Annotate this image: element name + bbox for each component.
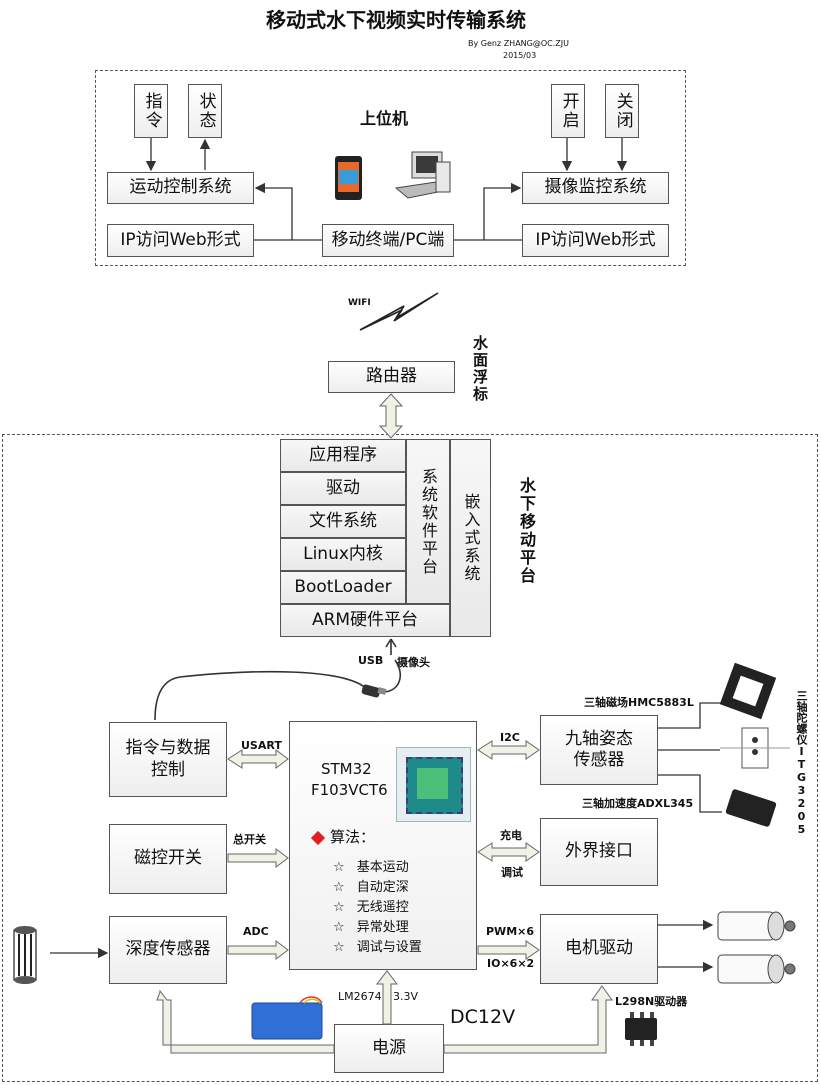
switch-arrow: [227, 848, 289, 868]
algo-item-label: 自动定深: [356, 880, 409, 895]
algo-title: 算法：: [330, 828, 376, 846]
sensor-lines: [658, 702, 722, 813]
camera-label: 摄像头: [397, 656, 430, 669]
ip-web-right-box: IP访问Web形式: [522, 224, 669, 257]
l298n-label: L298N驱动器: [615, 995, 688, 1008]
magnetometer-chip-icon: [719, 662, 777, 720]
cmd-box: 指令: [134, 84, 168, 138]
stack-item-bootloader: BootLoader: [280, 571, 406, 604]
charge-label: 充电: [500, 829, 522, 842]
usart-double-arrow: [227, 749, 289, 769]
author-label: By Genz ZHANG@OC.ZJU: [468, 39, 569, 48]
cmd-data-control-box: 指令与数据控制: [109, 722, 227, 797]
pwm-label: PWM×6: [486, 925, 535, 938]
wifi-label: WIFI: [348, 298, 371, 308]
mcu-model-line1: STM32: [321, 760, 372, 778]
system-software-platform: 系统软件平台: [406, 439, 450, 604]
wifi-lightning-icon: [359, 292, 439, 331]
adc-label: ADC: [243, 925, 269, 938]
accelerometer-chip-icon: [725, 789, 777, 827]
algo-item-1: ☆ 基本运动: [333, 856, 409, 875]
page-title: 移动式水下视频实时传输系统: [266, 8, 526, 32]
star-icon: ☆: [333, 900, 345, 915]
underwater-platform-label: 水下移动平台: [517, 477, 536, 585]
gyroscope-chip-icon: [720, 727, 790, 769]
power-links: [156, 970, 613, 1054]
nine-axis-sensor-box: 九轴姿态传感器: [540, 715, 658, 785]
motor-icon-1: [717, 911, 796, 941]
lm2674-label: LM2674: [338, 990, 382, 1003]
l298n-chip-icon: [625, 1012, 657, 1046]
star-icon: ☆: [333, 880, 345, 895]
algo-item-4: ☆ 异常处理: [333, 916, 409, 935]
magnetometer-label: 三轴磁场HMC5883L: [584, 696, 694, 709]
desktop-computer-icon: [394, 151, 451, 199]
motion-control-box: 运动控制系统: [107, 172, 254, 204]
mcu-chip-image: [396, 747, 471, 822]
stack-item-kernel: Linux内核: [280, 538, 406, 571]
stack-item-driver: 驱动: [280, 472, 406, 505]
camera-cable: [154, 638, 401, 721]
io-label: IO×6×2: [487, 957, 535, 970]
main-switch-label: 总开关: [233, 833, 266, 846]
surface-buoy-label: 水面浮标: [471, 335, 489, 403]
mcu-model-line2: F103VCT6: [311, 781, 388, 799]
magnetic-switch-box: 磁控开关: [109, 824, 227, 894]
accelerometer-label: 三轴加速度ADXL345: [582, 797, 694, 810]
i2c-label: I2C: [500, 731, 520, 744]
algo-item-3: ☆ 无线遥控: [333, 896, 409, 915]
gyroscope-label: 三轴陀螺仪ITG3205: [795, 690, 808, 836]
algo-item-label: 无线遥控: [356, 900, 409, 915]
router-link-arrow: [378, 393, 404, 439]
algo-item-label: 基本运动: [356, 860, 409, 875]
ip-web-left-box: IP访问Web形式: [107, 224, 254, 257]
algo-item-2: ☆ 自动定深: [333, 876, 409, 895]
algo-item-5: ☆ 调试与设置: [333, 936, 422, 955]
embedded-system: 嵌入式系统: [450, 439, 491, 637]
nine-axis-sensor-label: 九轴姿态传感器: [565, 728, 633, 770]
v33-label: 3.3V: [393, 990, 419, 1003]
usb-label: USB: [358, 654, 384, 667]
router-box: 路由器: [328, 361, 455, 393]
interface-double-arrow: [477, 842, 540, 862]
usart-label: USART: [241, 739, 282, 752]
motor-lines: [658, 919, 714, 973]
open-box: 开启: [551, 84, 585, 138]
status-box: 状态: [188, 84, 222, 138]
upper-computer-title: 上位机: [360, 109, 409, 128]
camera-connector-icon: [361, 684, 387, 698]
pwm-arrow: [477, 940, 540, 960]
terminal-box: 移动终端/PC端: [322, 224, 454, 257]
debug-label: 调试: [501, 866, 523, 879]
motor-icon-2: [717, 954, 796, 984]
date-label: 2015/03: [503, 51, 537, 60]
pressure-sensor-icon: [13, 926, 37, 984]
cmd-data-control-label: 指令与数据控制: [125, 738, 211, 780]
power-box: 电源: [334, 1024, 444, 1073]
camera-monitor-box: 摄像监控系统: [522, 172, 669, 204]
mobile-phone-icon: [335, 156, 362, 200]
motor-drive-box: 电机驱动: [540, 914, 658, 984]
upper-computer-region: [95, 70, 686, 266]
underwater-platform-region: [2, 434, 818, 1082]
adc-arrow: [227, 940, 289, 960]
stack-item-fs: 文件系统: [280, 505, 406, 538]
upper-connectors: [145, 138, 628, 241]
arm-hardware-platform: ARM硬件平台: [280, 604, 450, 637]
dc12v-label: DC12V: [450, 1006, 516, 1028]
battery-icon: [251, 996, 323, 1040]
external-interface-box: 外界接口: [540, 818, 658, 886]
star-icon: ☆: [333, 940, 345, 955]
depth-sensor-box: 深度传感器: [109, 916, 227, 984]
algo-item-label: 调试与设置: [356, 940, 422, 955]
star-icon: ☆: [333, 920, 345, 935]
i2c-double-arrow: [477, 740, 540, 760]
stack-item-app: 应用程序: [280, 439, 406, 472]
close-box: 关闭: [605, 84, 639, 138]
algo-item-label: 异常处理: [356, 920, 409, 935]
star-icon: ☆: [333, 860, 345, 875]
